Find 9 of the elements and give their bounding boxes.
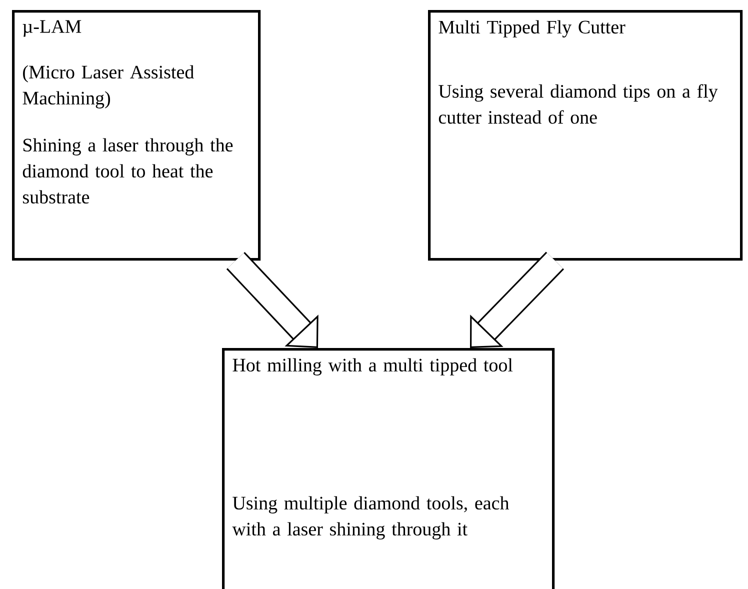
block-arrow: [226, 252, 318, 348]
box-text: µ-LAM: [22, 20, 82, 37]
box-text: Using several diamond tips on a fly cutter instead of one: [438, 84, 718, 124]
box-text: Hot milling with a multi tipped tool: [232, 358, 513, 376]
block-arrow: [470, 252, 564, 348]
box-text: Shining a laser through the diamond tool to heat the substrate: [22, 138, 233, 204]
box-text: Multi Tipped Fly Cutter: [438, 20, 626, 38]
box-text: Using multiple diamond tools, each with a laser shining through it: [232, 496, 510, 540]
box-text: (Micro Laser Assisted Machining): [22, 65, 194, 108]
